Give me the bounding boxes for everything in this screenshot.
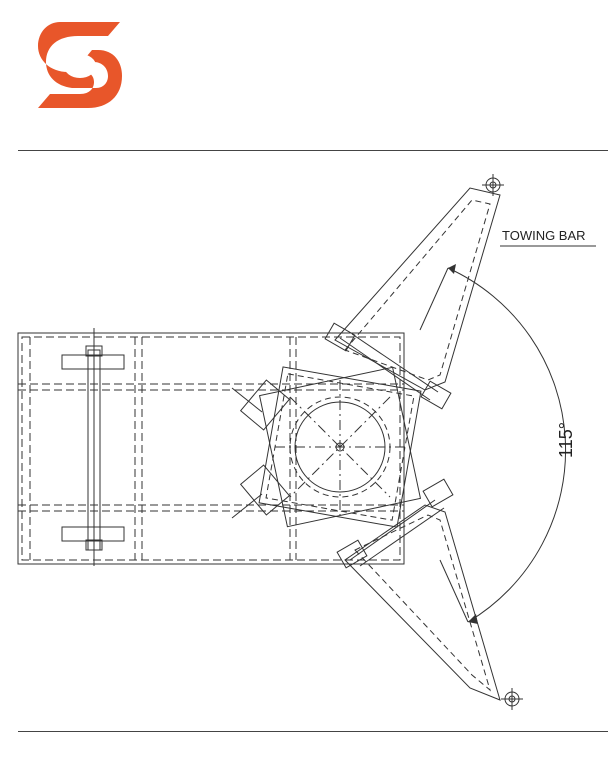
- header-rule: [18, 150, 608, 151]
- angle-label: 115°: [556, 422, 576, 458]
- company-logo: [38, 22, 122, 108]
- towing-bar-label: TOWING BAR: [502, 228, 586, 243]
- footer-rule: [18, 731, 608, 732]
